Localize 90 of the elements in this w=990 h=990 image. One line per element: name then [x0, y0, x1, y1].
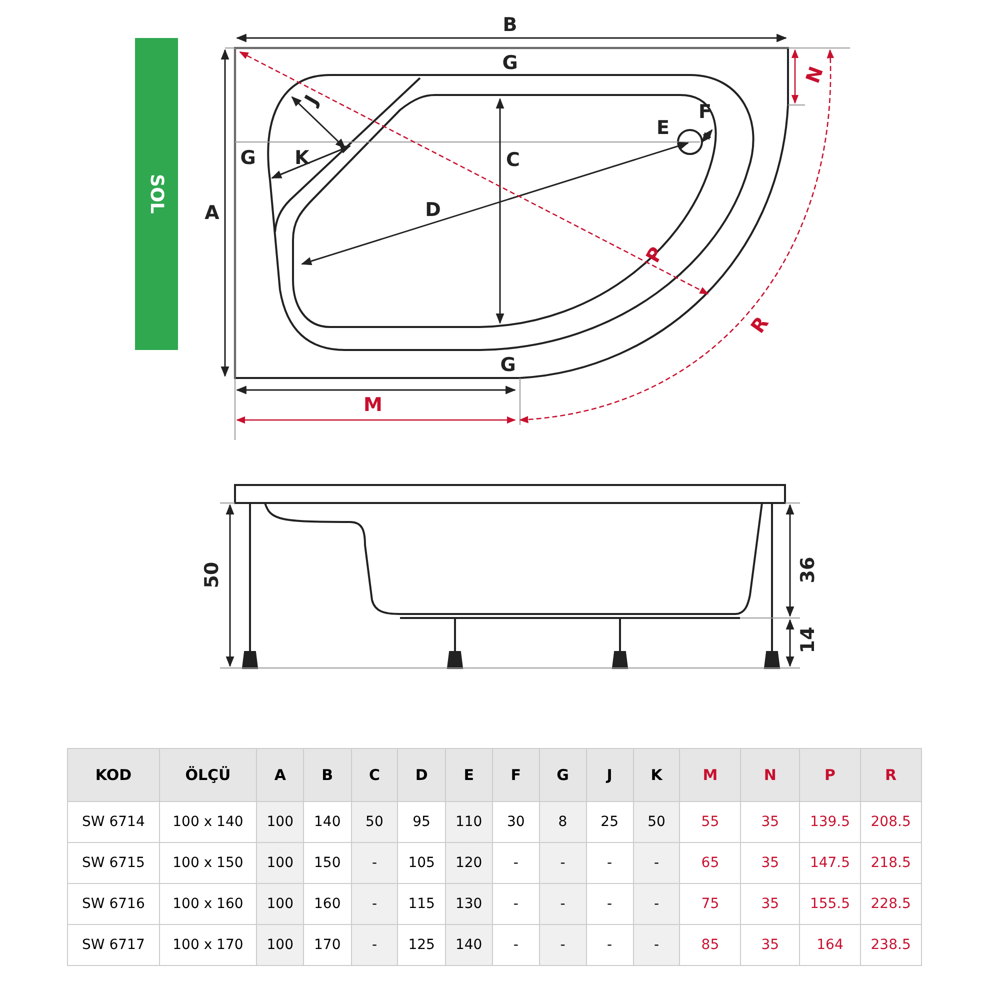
table-cell: 50 — [633, 802, 680, 842]
table-cell: 120 — [445, 842, 492, 884]
dimension-label: D — [425, 200, 441, 220]
table-cell: 150 — [304, 842, 351, 884]
table-cell: - — [539, 924, 586, 966]
table-cell: - — [351, 842, 398, 884]
column-header: ÖLÇÜ — [159, 748, 256, 802]
table-cell: 100 — [256, 842, 304, 884]
dimension-label: 50 — [202, 562, 222, 588]
dimension-label: R — [748, 313, 772, 337]
column-header: B — [304, 748, 351, 802]
table-cell: SW 6717 — [68, 924, 160, 966]
table-cell: 8 — [539, 802, 586, 842]
dimension-label: M — [364, 395, 382, 415]
table-cell: 238.5 — [860, 924, 922, 966]
table-cell: 35 — [740, 802, 800, 842]
table-cell: 228.5 — [860, 884, 922, 924]
table-cell: 50 — [351, 802, 398, 842]
side-tag — [135, 38, 178, 350]
dimension-label: E — [656, 118, 670, 138]
table-cell: - — [539, 884, 586, 924]
column-header: J — [586, 748, 634, 802]
table-cell: - — [492, 842, 540, 884]
dimension-label: G — [502, 53, 518, 73]
table-cell: 115 — [398, 884, 446, 924]
table-cell: 125 — [398, 924, 446, 966]
dimension-label: G — [500, 355, 516, 375]
table-cell: 160 — [304, 884, 351, 924]
table-cell: 139.5 — [800, 802, 860, 842]
table-cell: 208.5 — [860, 802, 922, 842]
dimension-label: B — [502, 15, 518, 35]
table-cell: 100 — [256, 884, 304, 924]
column-header: A — [256, 748, 304, 802]
dimension-label: C — [506, 150, 520, 170]
table-cell: - — [633, 884, 680, 924]
table-cell: 130 — [445, 884, 492, 924]
table-cell: 147.5 — [800, 842, 860, 884]
column-header: F — [492, 748, 540, 802]
table-cell: 105 — [398, 842, 446, 884]
table-cell: SW 6714 — [68, 802, 160, 842]
table-cell: - — [351, 884, 398, 924]
table-cell: 110 — [445, 802, 492, 842]
table-cell: SW 6716 — [68, 884, 160, 924]
table-cell: 218.5 — [860, 842, 922, 884]
table-cell: SW 6715 — [68, 842, 160, 884]
dimension-label: A — [204, 203, 220, 223]
table-cell: 140 — [304, 802, 351, 842]
column-header: E — [445, 748, 492, 802]
table-cell: 35 — [740, 924, 800, 966]
table-cell: 95 — [398, 802, 446, 842]
column-header: M — [680, 748, 740, 802]
table-cell: 30 — [492, 802, 540, 842]
dimension-label: K — [294, 148, 310, 168]
table-cell: 35 — [740, 842, 800, 884]
column-header: KOD — [68, 748, 160, 802]
table-cell: - — [492, 924, 540, 966]
column-header: C — [351, 748, 398, 802]
table-cell: 164 — [800, 924, 860, 966]
table-cell: 140 — [445, 924, 492, 966]
column-header: K — [633, 748, 680, 802]
tag-text: SOL — [146, 174, 167, 214]
table-cell: - — [539, 842, 586, 884]
dimension-label: G — [240, 148, 256, 168]
table-cell: 85 — [680, 924, 740, 966]
table-cell: - — [586, 884, 634, 924]
table-cell: - — [492, 884, 540, 924]
table-cell: 170 — [304, 924, 351, 966]
table-cell: 100 — [256, 924, 304, 966]
table-cell: - — [351, 924, 398, 966]
table-cell: 100 — [256, 802, 304, 842]
table-cell: 155.5 — [800, 884, 860, 924]
table-cell: 55 — [680, 802, 740, 842]
table-cell: - — [633, 924, 680, 966]
column-header: D — [398, 748, 446, 802]
column-header: P — [800, 748, 860, 802]
column-header: G — [539, 748, 586, 802]
table-cell: - — [586, 924, 634, 966]
table-cell: 75 — [680, 884, 740, 924]
column-header: R — [860, 748, 922, 802]
table-cell: - — [586, 842, 634, 884]
dimension-label: 36 — [798, 556, 818, 584]
dimension-label: J — [302, 92, 322, 108]
column-header: N — [740, 748, 800, 802]
dimension-label: P — [642, 244, 668, 266]
dimension-label: 14 — [798, 626, 818, 654]
table-cell: 35 — [740, 884, 800, 924]
table-cell: - — [633, 842, 680, 884]
table-cell: 65 — [680, 842, 740, 884]
dimension-label: N — [802, 64, 828, 86]
table-cell: 25 — [586, 802, 634, 842]
